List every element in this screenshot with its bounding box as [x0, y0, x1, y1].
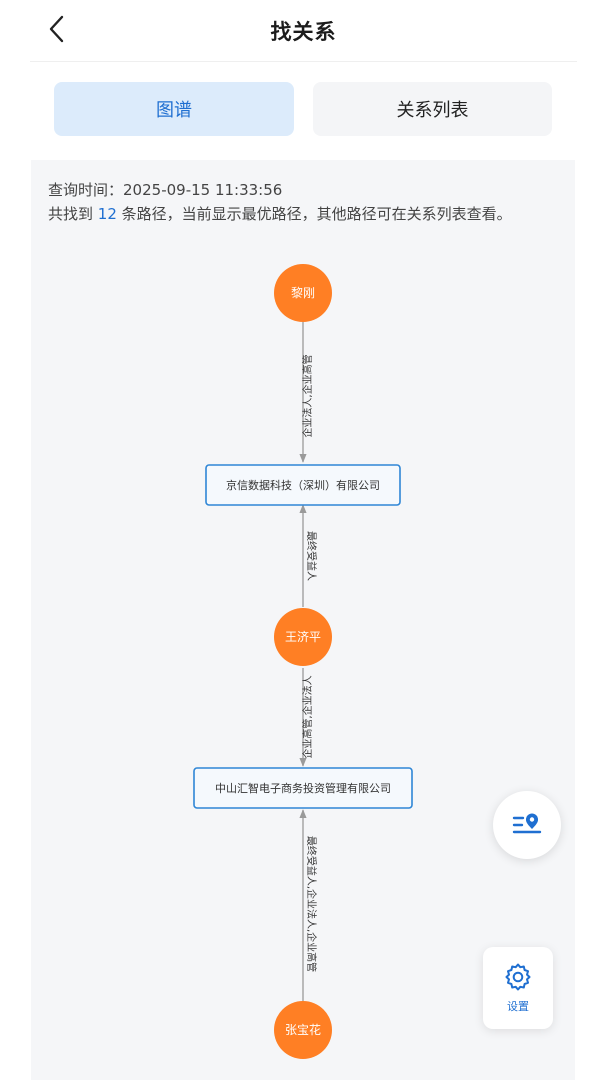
- company-node-label: 中山汇智电子商务投资管理有限公司: [215, 781, 391, 795]
- tab-relation-list[interactable]: 关系列表: [313, 82, 552, 136]
- person-node[interactable]: 张宝花: [274, 1001, 332, 1059]
- chevron-left-icon: [49, 15, 64, 43]
- company-node[interactable]: 中山汇智电子商务投资管理有限公司: [193, 767, 413, 809]
- header: 找关系: [0, 0, 607, 60]
- person-node-label: 张宝花: [285, 1022, 321, 1037]
- query-time-label: 查询时间：: [48, 181, 124, 199]
- query-time-value: 2025-09-15 11:33:56: [123, 181, 283, 199]
- header-divider: [30, 61, 577, 62]
- location-list-icon: [512, 813, 542, 834]
- path-count: 12: [97, 205, 117, 223]
- gear-icon: [505, 963, 531, 991]
- person-node[interactable]: 王济平: [274, 608, 332, 666]
- person-node-label: 黎刚: [291, 286, 315, 300]
- query-info: 查询时间：2025-09-15 11:33:56 共找到 12 条路径，当前显示…: [48, 178, 512, 226]
- tab-graph[interactable]: 图谱: [54, 82, 294, 136]
- company-node-label: 京信数据科技（深圳）有限公司: [226, 478, 380, 492]
- person-node-label: 王济平: [285, 629, 321, 644]
- back-button[interactable]: [40, 12, 74, 46]
- found-suffix: 条路径，当前显示最优路径，其他路径可在关系列表查看。: [121, 205, 512, 223]
- person-node[interactable]: 黎刚: [274, 264, 332, 322]
- query-time-line: 查询时间：2025-09-15 11:33:56: [48, 178, 512, 202]
- settings-button[interactable]: 设置: [483, 947, 553, 1029]
- found-prefix: 共找到: [48, 205, 94, 223]
- path-count-line: 共找到 12 条路径，当前显示最优路径，其他路径可在关系列表查看。: [48, 202, 512, 226]
- locate-path-button[interactable]: [493, 791, 561, 859]
- settings-label: 设置: [507, 1000, 529, 1013]
- page-title: 找关系: [270, 20, 337, 44]
- company-node[interactable]: 京信数据科技（深圳）有限公司: [205, 464, 401, 506]
